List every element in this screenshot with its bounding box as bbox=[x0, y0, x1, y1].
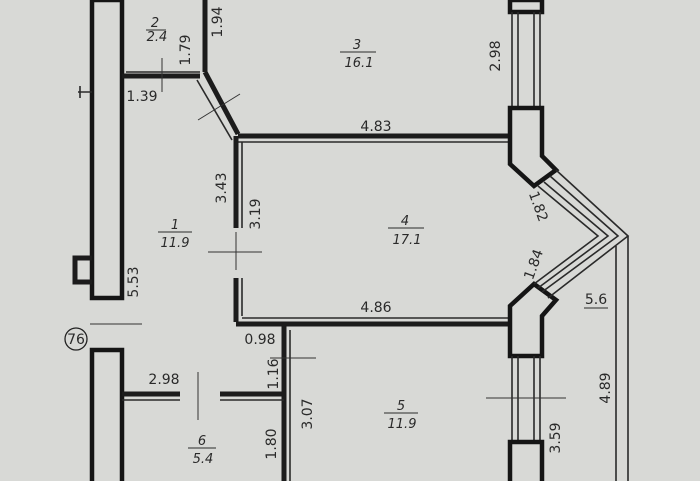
bay-pillar-lower bbox=[507, 281, 560, 359]
dim-5-6: 5.6 bbox=[585, 292, 607, 308]
dim-4-86: 4.86 bbox=[360, 300, 391, 316]
vent-mark bbox=[78, 86, 92, 98]
room6-number: 6 bbox=[198, 434, 206, 449]
cut-marks bbox=[90, 58, 566, 420]
dim-2-98-top: 2.98 bbox=[488, 40, 504, 71]
room3-area: 16.1 bbox=[345, 56, 374, 71]
room1-number: 1 bbox=[171, 218, 179, 233]
room2-number: 2 bbox=[151, 16, 159, 31]
room4-number: 4 bbox=[401, 214, 409, 229]
dim-3-19: 3.19 bbox=[248, 198, 264, 229]
dim-1-79: 1.79 bbox=[178, 34, 194, 65]
outer-wall-left bbox=[89, 0, 125, 301]
walls bbox=[72, 0, 630, 481]
dim-1-16: 1.16 bbox=[266, 358, 282, 389]
dimension-labels: 1.94 1.79 1.39 2.98 4.83 3.43 3.19 1.82 … bbox=[126, 6, 614, 459]
room5-number: 5 bbox=[397, 399, 405, 414]
dim-3-43: 3.43 bbox=[214, 172, 230, 203]
dim-4-89: 4.89 bbox=[598, 372, 614, 403]
dim-5-53: 5.53 bbox=[126, 266, 142, 297]
outer-wall-left-lower bbox=[89, 347, 125, 481]
axis-marker: 76 bbox=[64, 327, 88, 351]
room2-area: 2.4 bbox=[147, 30, 168, 45]
bay-frame-1 bbox=[541, 175, 620, 293]
dim-3-59: 3.59 bbox=[548, 422, 564, 453]
room3-number: 3 bbox=[353, 38, 361, 53]
room1-area: 11.9 bbox=[161, 236, 190, 251]
window-pillar-top bbox=[507, 0, 545, 15]
dim-1-39: 1.39 bbox=[126, 89, 157, 105]
dim-4-83: 4.83 bbox=[360, 119, 391, 135]
room5-area: 11.9 bbox=[388, 417, 417, 432]
bay-pillar-upper bbox=[507, 105, 560, 189]
bay-frame-2 bbox=[537, 181, 610, 289]
wall-diagonal-upper bbox=[202, 70, 241, 136]
window-pillar-bottom bbox=[507, 439, 545, 481]
dim-0-98: 0.98 bbox=[244, 332, 275, 348]
window-frame-lower bbox=[511, 356, 541, 442]
room6-area: 5.4 bbox=[193, 452, 214, 467]
dim-2-98-left: 2.98 bbox=[148, 372, 179, 388]
room4-area: 17.1 bbox=[393, 233, 422, 248]
axis-marker-label: 76 bbox=[67, 332, 85, 348]
outer-line-right bbox=[615, 236, 629, 481]
dim-1-94: 1.94 bbox=[210, 6, 226, 37]
dim-3-07: 3.07 bbox=[300, 398, 316, 429]
room-labels: 2 2.4 3 16.1 1 11.9 4 17.1 5 11.9 6 5.4 bbox=[146, 16, 424, 467]
bay-frame-3 bbox=[533, 185, 600, 285]
dim-1-82: 1.82 bbox=[525, 189, 551, 224]
dim-1-80: 1.80 bbox=[264, 428, 280, 459]
wall-niche bbox=[72, 255, 92, 285]
window-frame-top bbox=[511, 12, 541, 108]
